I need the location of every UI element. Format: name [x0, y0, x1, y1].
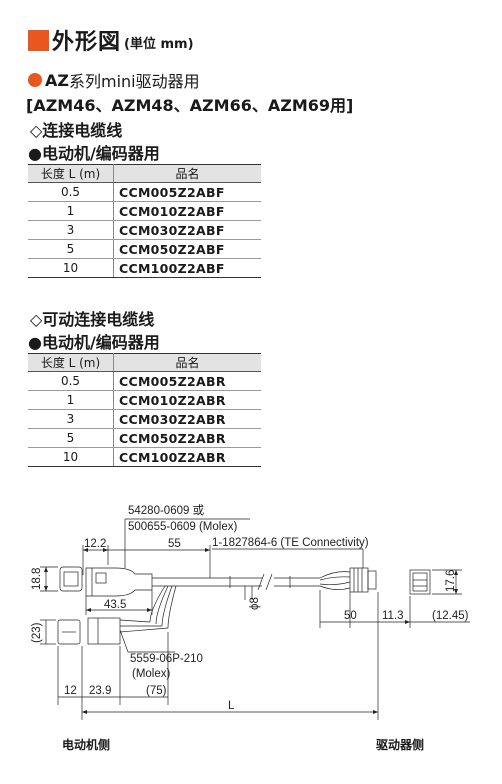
dim-43-5: 43.5 — [104, 599, 126, 611]
length-cell: 3 — [28, 409, 114, 429]
length-cell: 1 — [28, 201, 114, 221]
part-label-4: 5559-06P-210 — [130, 653, 203, 665]
dim-L: L — [228, 700, 235, 712]
series-rest: 系列mini驱动器用 — [68, 72, 200, 91]
length-cell: 10 — [28, 447, 114, 467]
length-cell: 1 — [28, 390, 114, 410]
dim-12-45: (12.45) — [432, 610, 469, 622]
section1-title: ◇连接电缆线 — [30, 121, 123, 140]
dim-12-2: 12.2 — [84, 538, 106, 550]
unit-label: (単位 mm) — [124, 36, 194, 52]
length-cell: 0.5 — [28, 371, 114, 391]
part-label-1: 54280-0609 或 — [128, 504, 205, 517]
length-cell: 3 — [28, 220, 114, 240]
dim-23-9: 23.9 — [89, 685, 111, 697]
driver-side-caption: 驱动器侧 — [376, 738, 425, 752]
part-label-4-mfr: (Molex) — [132, 668, 171, 680]
dim-12: 12 — [64, 685, 77, 697]
page-title: 外形図 — [52, 30, 122, 55]
dim-55: 55 — [168, 538, 181, 550]
dim-23: (23) — [31, 622, 43, 643]
length-cell: 0.5 — [28, 182, 114, 202]
section2-title: ◇可动连接电缆线 — [30, 310, 155, 329]
name-cell: CCM030Z2ABF — [113, 220, 261, 240]
section1-subtitle: ●电动机/编码器用 — [28, 144, 160, 163]
product-models: [AZM46、AZM48、AZM66、AZM69用] — [26, 96, 354, 115]
section2-subtitle: ●电动机/编码器用 — [28, 333, 160, 352]
col-name: 品名 — [113, 164, 261, 183]
series-bold: AZ — [45, 70, 69, 90]
col-length: 长度 L (m) — [28, 353, 114, 372]
name-cell: CCM050Z2ABF — [113, 239, 261, 259]
name-cell: CCM030Z2ABR — [113, 409, 261, 429]
dim-17-6: 17.6 — [445, 570, 457, 592]
col-length: 长度 L (m) — [28, 164, 114, 183]
cable-dimension-drawing: 54280-0609 或 500655-0609 (Molex) 1-18278… — [31, 504, 470, 720]
dim-11-3: 11.3 — [382, 610, 404, 622]
name-cell: CCM050Z2ABR — [113, 428, 261, 448]
part-label-2: 500655-0609 (Molex) — [128, 521, 237, 533]
length-cell: 5 — [28, 239, 114, 259]
length-cell: 10 — [28, 258, 114, 278]
table-header-row: 长度 L (m) 品名 — [28, 164, 261, 183]
dim-phi8: ϕ8 — [249, 597, 261, 610]
name-cell: CCM010Z2ABR — [113, 390, 261, 410]
length-cell: 5 — [28, 428, 114, 448]
dim-75: (75) — [146, 685, 167, 697]
motor-side-caption: 电动机侧 — [62, 738, 111, 752]
col-name: 品名 — [113, 353, 261, 372]
orange-dot-icon — [28, 73, 42, 87]
name-cell: CCM010Z2ABF — [113, 201, 261, 221]
name-cell: CCM005Z2ABF — [113, 182, 261, 202]
page-header: 外形図 (単位 mm) — [28, 26, 194, 55]
table-header-row: 长度 L (m) 品名 — [28, 353, 261, 372]
name-cell: CCM100Z2ABF — [113, 258, 261, 278]
dim-50: 50 — [344, 610, 357, 622]
header-square-icon — [28, 29, 49, 51]
name-cell: CCM005Z2ABR — [113, 371, 261, 391]
dim-18-8: 18.8 — [31, 568, 43, 590]
part-label-3: 1-1827864-6 (TE Connectivity) — [212, 537, 369, 549]
name-cell: CCM100Z2ABR — [113, 447, 261, 467]
product-series: AZ 系列mini驱动器用 — [28, 68, 200, 92]
